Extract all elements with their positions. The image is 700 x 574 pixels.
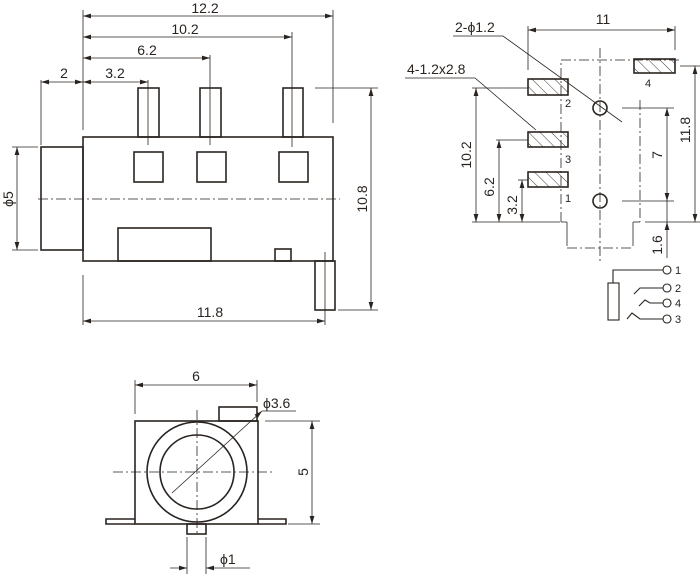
pin-3 [282, 87, 304, 138]
pin-label: 1 [675, 265, 681, 277]
dim-3-2: 3.2 [105, 65, 125, 81]
schematic: 1 2 4 3 [607, 265, 681, 326]
dim-12-2: 12.2 [191, 0, 218, 16]
bottom-boss [117, 227, 212, 262]
small-tab [274, 248, 292, 262]
dim-phi5: ϕ5 [0, 191, 16, 207]
pin-label: 3 [675, 314, 681, 326]
dim-5: 5 [295, 468, 311, 476]
dim-10-2: 10.2 [458, 141, 474, 168]
dim-6-2: 6.2 [137, 42, 157, 58]
dim-11-8: 11.8 [197, 304, 223, 320]
dim-6: 6 [192, 368, 200, 384]
pin-2 [199, 87, 222, 138]
top-tab [218, 406, 258, 422]
dim-7: 7 [649, 151, 665, 159]
pad-4 [633, 58, 676, 74]
pad-label: 2 [565, 98, 571, 110]
dim-phi3-6: ϕ3.6 [263, 395, 291, 411]
pad-note: 4-1.2x2.8 [407, 61, 466, 77]
pad-3 [527, 131, 569, 148]
hole-note: 2-ϕ1.2 [455, 19, 495, 35]
pad-label: 3 [565, 154, 571, 166]
dim-10-2: 10.2 [171, 21, 198, 37]
dim-11-8: 11.8 [677, 117, 693, 143]
dim-2: 2 [60, 65, 68, 81]
pin-label: 4 [675, 298, 681, 310]
dim-10-8: 10.8 [354, 185, 370, 212]
front-view: 6 ϕ3.6 5 ϕ1 [105, 368, 320, 574]
flanges [105, 518, 287, 525]
pin-label: 2 [675, 283, 681, 295]
window [278, 151, 309, 183]
side-view: 12.2 10.2 6.2 3.2 2 10.8 ϕ5 11.8 [0, 0, 378, 325]
nose-outline [40, 146, 84, 251]
pad-1 [527, 171, 569, 188]
mount-hole [592, 100, 608, 116]
window [196, 151, 227, 183]
pin-1 [137, 87, 160, 138]
dim-3-2: 3.2 [504, 195, 520, 215]
dim-11: 11 [596, 11, 611, 27]
pad-label: 4 [645, 78, 651, 90]
pad-label: 1 [565, 193, 571, 205]
dim-6-2: 6.2 [481, 177, 497, 197]
footprint-view: 1 2 3 4 11 2-ϕ1.2 4-1.2x2.8 10.2 6.2 3.2… [405, 11, 700, 262]
dim-phi1: ϕ1 [220, 551, 236, 567]
window [133, 151, 164, 183]
bottom-pin [186, 523, 207, 535]
dim-1-6: 1.6 [649, 235, 665, 255]
pad-2 [527, 78, 569, 96]
mount-hole [592, 193, 608, 209]
